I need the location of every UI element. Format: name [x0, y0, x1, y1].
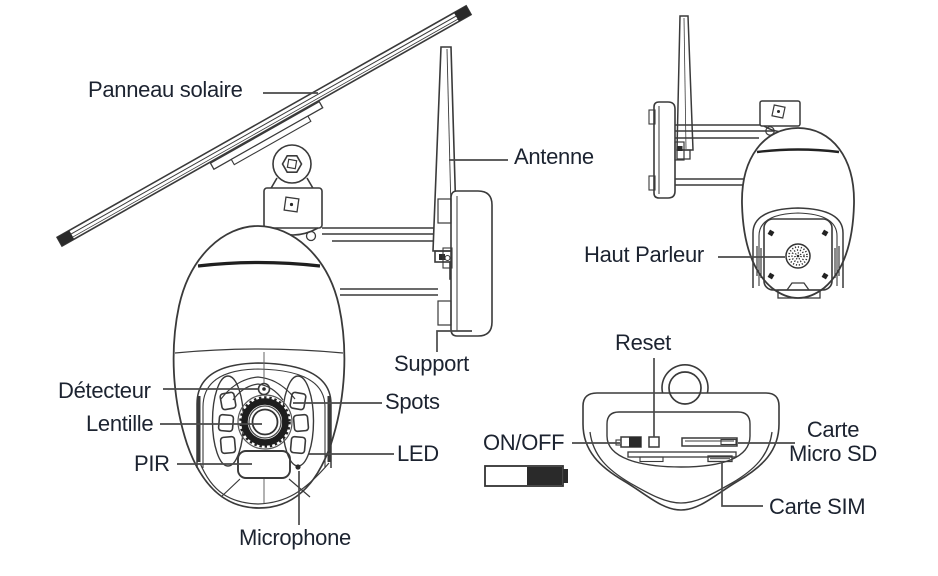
label-support: Support: [394, 351, 469, 376]
power-toggle-illustration: [484, 465, 568, 487]
label-speaker: Haut Parleur: [584, 242, 704, 267]
label-solar-panel: Panneau solaire: [88, 77, 243, 102]
label-antenna: Antenne: [514, 144, 594, 169]
label-micro-sd-line1: Carte: [806, 417, 860, 442]
label-pir: PIR: [134, 451, 170, 476]
label-spots: Spots: [385, 389, 440, 414]
label-detector: Détecteur: [58, 378, 151, 403]
label-led: LED: [397, 441, 439, 466]
rear-camera-drawing: [648, 15, 855, 299]
label-micro-sd-line2: Micro SD: [788, 440, 878, 466]
label-power-switch: ON/OFF: [483, 430, 565, 455]
label-micro-sd: Carte Micro SD: [780, 418, 886, 466]
solar-panel-drawing: [55, 4, 473, 248]
lens-drawing: [237, 394, 293, 450]
camera-body-drawing: [172, 225, 346, 509]
sd-slot-drawing: [681, 437, 738, 447]
label-sim: Carte SIM: [769, 494, 866, 519]
leader-sim: [721, 461, 763, 507]
bottom-view-drawing: [582, 364, 780, 511]
microphone-dot: [295, 464, 301, 470]
solar-bracket-drawing: [263, 144, 323, 242]
leader-lines: [160, 92, 795, 525]
label-microphone: Microphone: [239, 525, 351, 550]
label-reset: Reset: [615, 330, 671, 355]
detector-drawing: [257, 382, 271, 396]
speaker-grille-drawing: [785, 243, 811, 269]
leader-support: [436, 330, 472, 352]
label-lens: Lentille: [86, 411, 154, 436]
sim-slot-drawing: [707, 455, 733, 463]
support-plate-drawing: [437, 190, 493, 337]
mount-arm-drawing: [322, 227, 438, 296]
